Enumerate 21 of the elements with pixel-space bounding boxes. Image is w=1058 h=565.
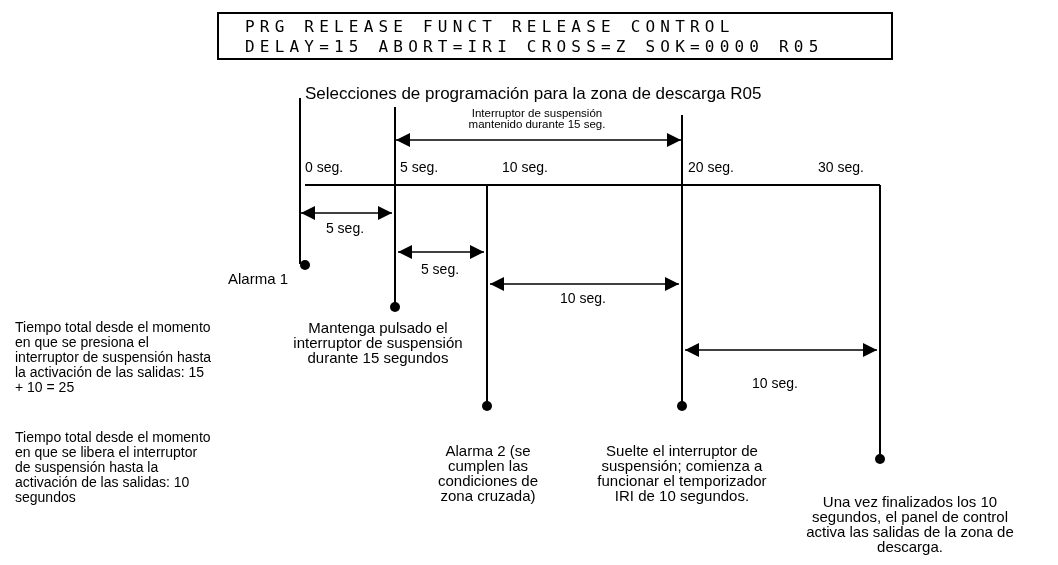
note: Tiempo total desde el momento en que se presiona el interruptor de suspensión hasta la activación de las salidas: 15 + 10 = 25	[15, 320, 213, 395]
event-description: Alarma 2 (se cumplen las condiciones de zona cruzada)	[436, 443, 540, 503]
duration-label: 10 seg.	[751, 376, 799, 391]
tick-label: 5 seg.	[400, 160, 440, 175]
event-description: Suelte el interruptor de suspensión; comienza a funcionar el temporizador IRI de 10 segundos.	[597, 443, 767, 503]
diagram-title: Selecciones de programación para la zona de descarga R05	[305, 86, 762, 101]
display-text: PRG RELEASE FUNCT RELEASE CONTROL	[245, 17, 736, 37]
duration-label: 5 seg.	[419, 262, 461, 277]
duration-label: Interruptor de suspensión mantenido durante 15 seg.	[467, 108, 607, 130]
duration-label: 5 seg.	[324, 221, 366, 236]
display-text: DELAY=15 ABORT=IRI CROSS=Z SOK=0000 R05	[245, 37, 825, 57]
tick-label: 0 seg.	[305, 160, 345, 175]
display-panel	[217, 12, 893, 60]
event-label: Alarma 1	[228, 271, 290, 286]
duration-label: 10 seg.	[559, 291, 607, 306]
tick-label: 10 seg.	[502, 160, 549, 175]
event-description: Mantenga pulsado el interruptor de suspensión durante 15 segundos	[292, 320, 464, 365]
event-description: Una vez finalizados los 10 segundos, el panel de control activa las salidas de la zona de descarga.	[805, 494, 1015, 554]
tick-label: 30 seg.	[818, 160, 865, 175]
note: Tiempo total desde el momento en que se libera el interruptor de suspensión hasta la activación de las salidas: 10 segundos	[15, 430, 212, 505]
tick-label: 20 seg.	[688, 160, 735, 175]
